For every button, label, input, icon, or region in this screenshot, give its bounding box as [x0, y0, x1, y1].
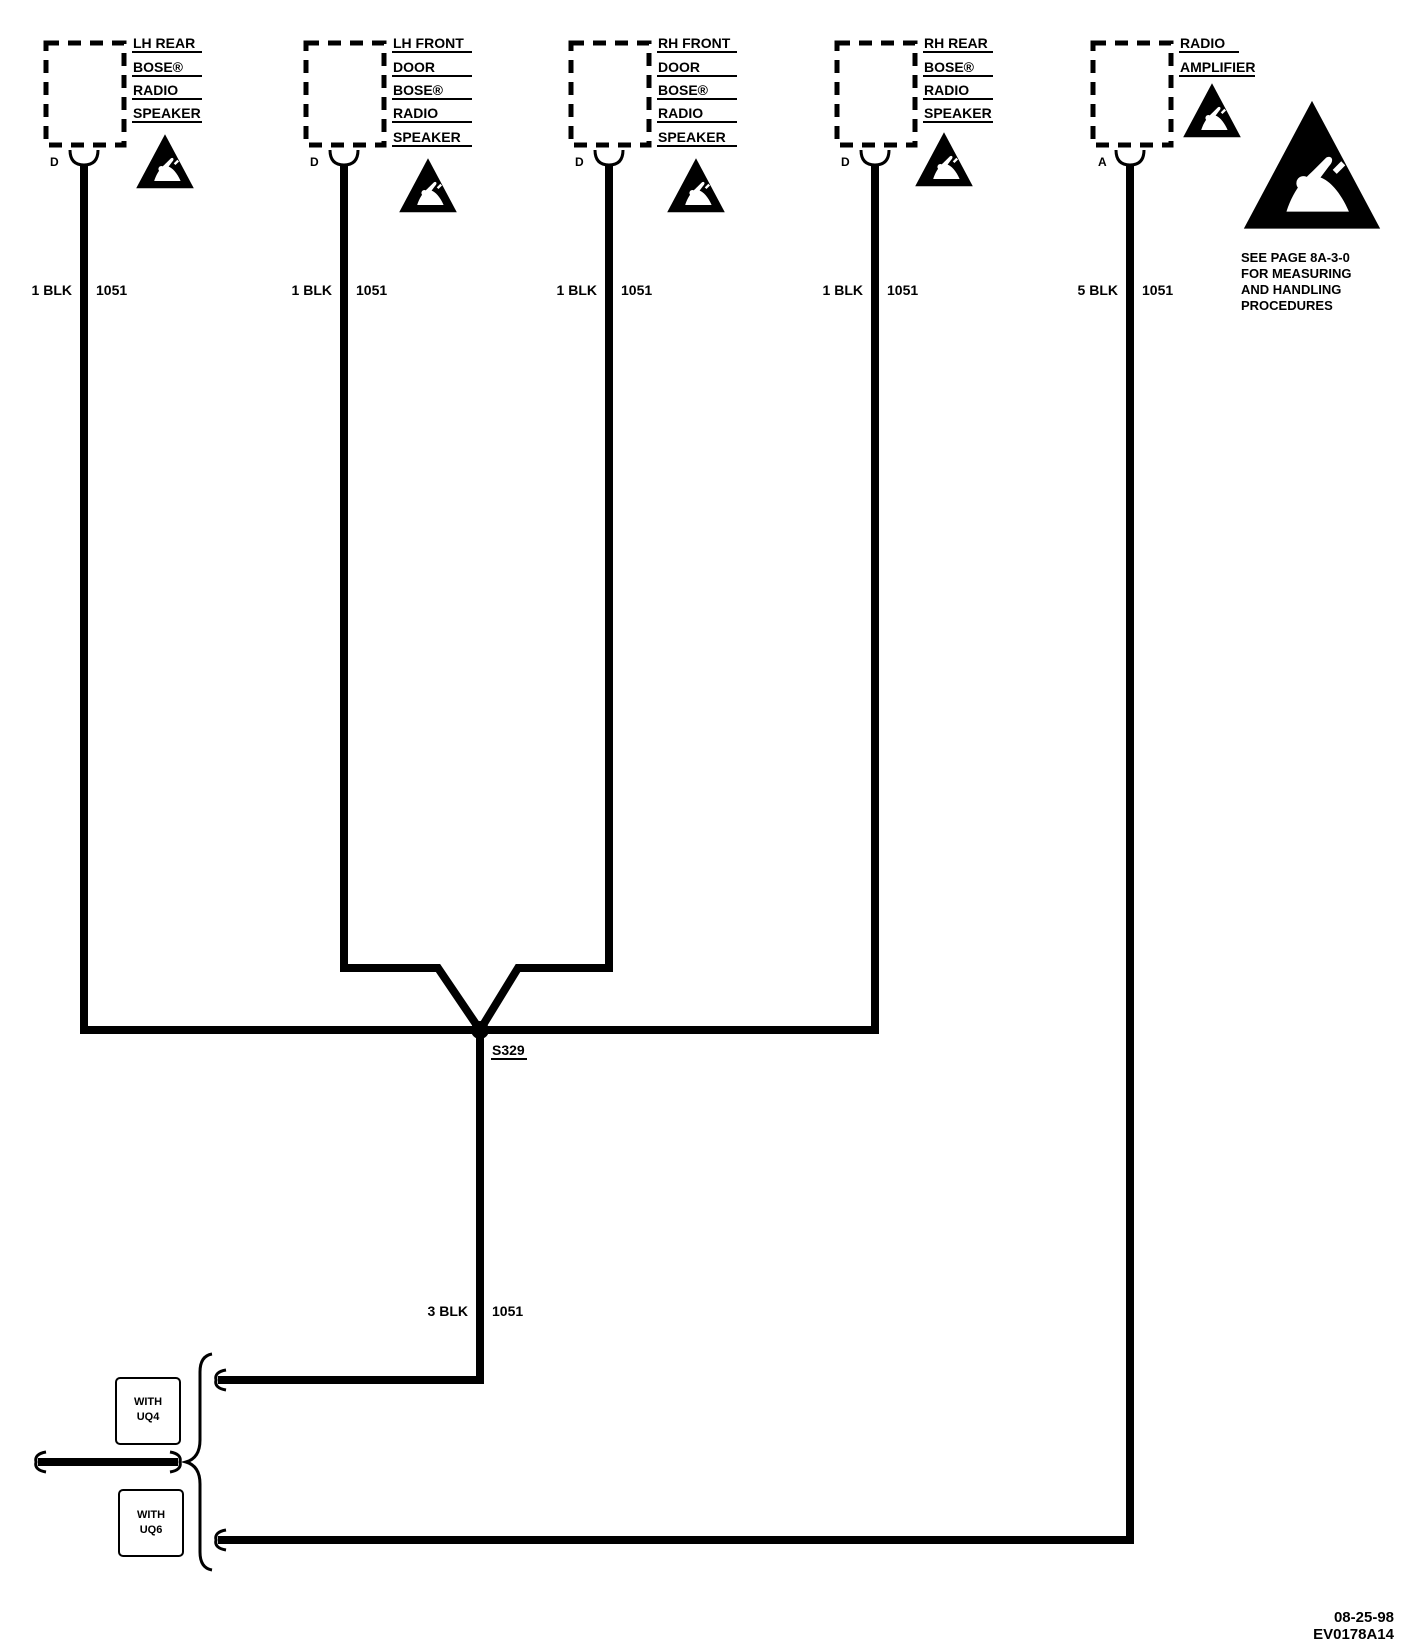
component-label-line: SPEAKER — [658, 129, 726, 145]
component-rh-front-door-speaker: RH FRONT DOOR BOSE® RADIO SPEAKER D — [568, 35, 737, 214]
wire-color-label: 3 BLK — [428, 1303, 468, 1319]
component-box — [568, 40, 652, 148]
connector-symbol — [68, 149, 100, 167]
wire-circuit-label: 1051 — [1142, 282, 1173, 298]
connector-symbol — [593, 149, 625, 167]
component-label: RH REAR BOSE® RADIO SPEAKER — [923, 35, 993, 123]
option-with-uq6: WITH UQ6 — [118, 1489, 184, 1557]
esd-warning-icon — [397, 157, 459, 214]
component-label-line: SPEAKER — [924, 105, 992, 121]
option-label-line: WITH — [137, 1509, 165, 1521]
component-radio-amplifier: RADIO AMPLIFIER A — [1090, 35, 1255, 169]
footer-code: EV0178A14 — [1313, 1626, 1395, 1643]
component-label-line: RADIO — [658, 105, 703, 121]
component-label-line: BOSE® — [133, 59, 184, 75]
component-label-line: RH FRONT — [658, 35, 731, 51]
esd-note: SEE PAGE 8A-3-0 FOR MEASURING AND HANDLI… — [1241, 101, 1380, 313]
component-label-line: SPEAKER — [133, 105, 201, 121]
wire-labels: 1 BLK 1051 1 BLK 1051 1 BLK 1051 1 BLK 1… — [32, 282, 1174, 1319]
option-label-line: UQ6 — [140, 1524, 163, 1536]
wire-circuit-label: 1051 — [492, 1303, 523, 1319]
component-label-line: AMPLIFIER — [1180, 59, 1255, 75]
wires — [38, 165, 1134, 1544]
wire-splice-output — [218, 1030, 484, 1384]
component-label-line: BOSE® — [924, 59, 975, 75]
connector-symbol — [328, 149, 360, 167]
component-label: LH REAR BOSE® RADIO SPEAKER — [132, 35, 202, 123]
wire-circuit-label: 1051 — [356, 282, 387, 298]
component-label: RADIO AMPLIFIER — [1179, 35, 1255, 77]
pin-label: D — [310, 155, 319, 169]
footer: 08-25-98 EV0178A14 — [1313, 1609, 1395, 1643]
wire-color-label: 5 BLK — [1078, 282, 1118, 298]
option-with-uq4: WITH UQ4 — [115, 1377, 181, 1445]
component-label-line: RADIO — [133, 82, 178, 98]
wire-color-label: 1 BLK — [292, 282, 332, 298]
component-box — [1090, 40, 1174, 148]
esd-warning-icon — [1181, 82, 1243, 139]
option-brace — [180, 1352, 213, 1572]
component-label: LH FRONT DOOR BOSE® RADIO SPEAKER — [392, 35, 472, 147]
component-rh-rear-speaker: RH REAR BOSE® RADIO SPEAKER D — [834, 35, 993, 188]
connector-symbol — [859, 149, 891, 167]
splice-label: S329 — [492, 1042, 525, 1058]
component-label-line: RADIO — [924, 82, 969, 98]
esd-warning-icon — [913, 131, 975, 188]
component-label-line: BOSE® — [658, 82, 709, 98]
component-label-line: LH FRONT — [393, 35, 464, 51]
esd-note-line: PROCEDURES — [1241, 298, 1333, 313]
component-lh-front-door-speaker: LH FRONT DOOR BOSE® RADIO SPEAKER D — [303, 35, 472, 214]
component-label-line: DOOR — [393, 59, 435, 75]
pin-label: A — [1098, 155, 1107, 169]
esd-note-line: AND HANDLING — [1241, 282, 1341, 297]
wire-rh-front-door — [476, 165, 613, 1033]
wire-color-label: 1 BLK — [557, 282, 597, 298]
component-label-line: DOOR — [658, 59, 700, 75]
wire-circuit-label: 1051 — [96, 282, 127, 298]
option-label-line: UQ4 — [137, 1411, 161, 1423]
wire-circuit-label: 1051 — [621, 282, 652, 298]
component-label-line: RH REAR — [924, 35, 988, 51]
wire-radio-amplifier — [218, 165, 1134, 1544]
wire-circuit-label: 1051 — [887, 282, 918, 298]
component-label: RH FRONT DOOR BOSE® RADIO SPEAKER — [657, 35, 737, 147]
esd-note-line: SEE PAGE 8A-3-0 — [1241, 250, 1350, 265]
footer-date: 08-25-98 — [1334, 1609, 1394, 1626]
wire-color-label: 1 BLK — [32, 282, 72, 298]
esd-note-line: FOR MEASURING — [1241, 266, 1352, 281]
component-box — [834, 40, 918, 148]
pin-label: D — [841, 155, 850, 169]
connector-symbol — [1114, 149, 1146, 167]
component-label-line: BOSE® — [393, 82, 444, 98]
wire-end-marks — [34, 1368, 227, 1552]
pin-label: D — [575, 155, 584, 169]
wire-lh-rear — [80, 165, 480, 1034]
component-label-line: LH REAR — [133, 35, 195, 51]
component-label-line: RADIO — [393, 105, 438, 121]
component-lh-rear-speaker: LH REAR BOSE® RADIO SPEAKER D — [43, 35, 202, 190]
component-box — [43, 40, 127, 148]
pin-label: D — [50, 155, 59, 169]
esd-warning-large-icon — [1244, 101, 1380, 229]
component-label-line: SPEAKER — [393, 129, 461, 145]
component-box — [303, 40, 387, 148]
splice-node — [471, 1021, 489, 1039]
esd-warning-icon — [665, 157, 727, 214]
esd-warning-icon — [134, 133, 196, 190]
wire-color-label: 1 BLK — [823, 282, 863, 298]
component-label-line: RADIO — [1180, 35, 1225, 51]
wire-lh-front-door — [340, 165, 484, 1033]
wire-rh-rear — [480, 165, 879, 1034]
option-label-line: WITH — [134, 1396, 162, 1408]
